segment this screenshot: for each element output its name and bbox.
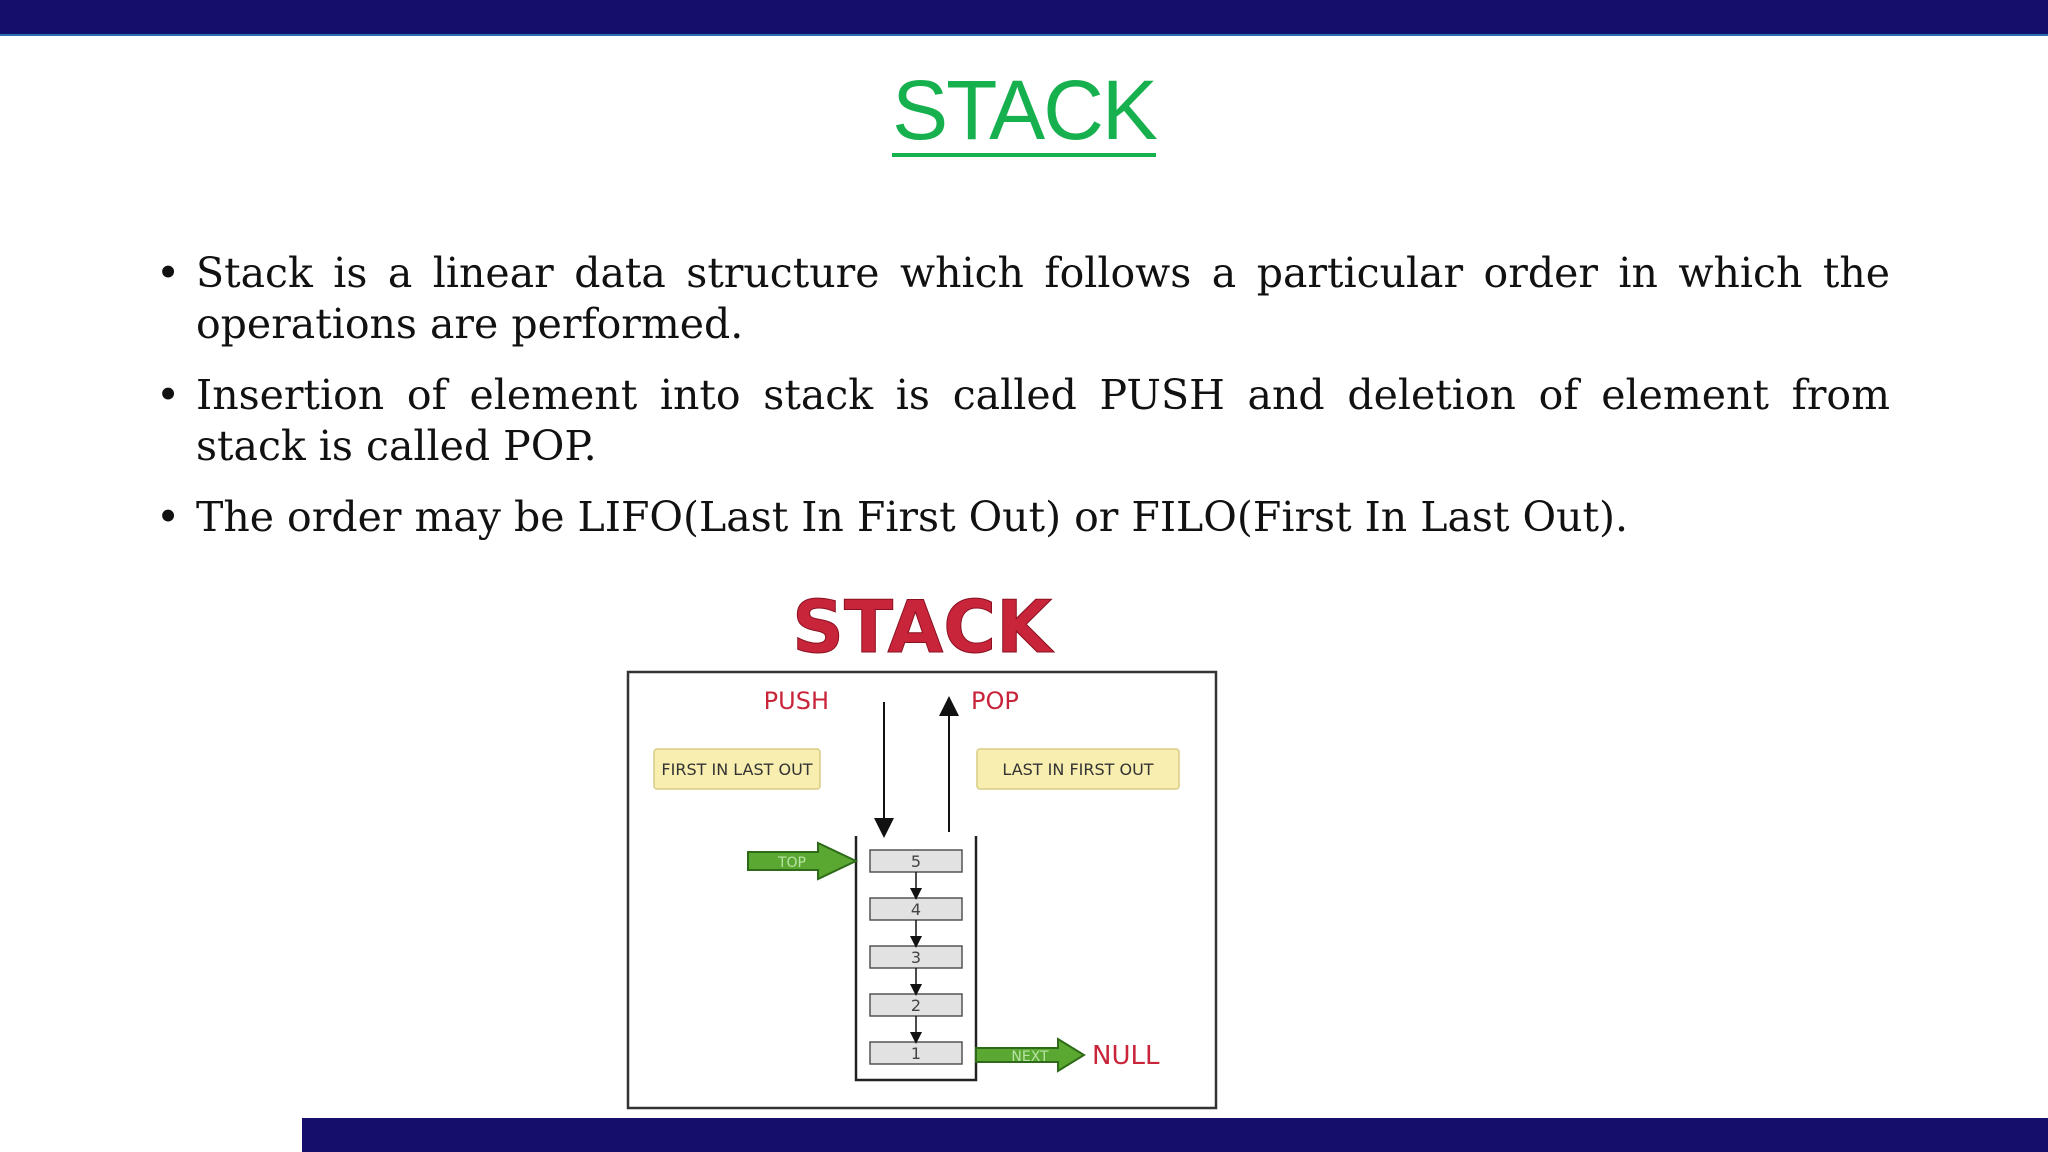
cell-label: 1 xyxy=(911,1044,921,1063)
bullet-marker: • xyxy=(156,493,181,541)
top-arrow: TOP xyxy=(747,841,859,881)
bullet-item: • Insertion of element into stack is cal… xyxy=(150,370,1890,472)
bullet-list: • Stack is a linear data structure which… xyxy=(150,248,1890,563)
cell-label: 5 xyxy=(911,852,921,871)
cell-label: 3 xyxy=(911,948,921,967)
next-arrow: NEXT xyxy=(975,1037,1086,1073)
diagram-frame xyxy=(626,670,1218,1110)
bottom-banner-bar xyxy=(302,1118,2048,1152)
filo-label: FIRST IN LAST OUT xyxy=(661,760,812,779)
lifo-note: LAST IN FIRST OUT xyxy=(976,748,1180,790)
slide-title: STACK xyxy=(892,63,1158,157)
stack-diagram: STACK PUSH POP FIRST IN LAST OUT LAST IN… xyxy=(622,584,1222,1114)
filo-note: FIRST IN LAST OUT xyxy=(653,748,821,790)
bullet-marker: • xyxy=(156,249,181,297)
cell-label: 4 xyxy=(911,900,921,919)
next-label: NEXT xyxy=(1011,1049,1049,1065)
bullet-item: • Stack is a linear data structure which… xyxy=(150,248,1890,350)
pop-label: POP xyxy=(971,687,1019,715)
top-label: TOP xyxy=(777,855,806,871)
bullet-text: The order may be LIFO(Last In First Out)… xyxy=(196,493,1628,541)
bullet-item: • The order may be LIFO(Last In First Ou… xyxy=(150,492,1890,543)
top-banner-bar xyxy=(0,0,2048,36)
cell-label: 2 xyxy=(911,996,921,1015)
slide-title-wrap: STACK xyxy=(0,62,2048,159)
bullet-text: Insertion of element into stack is calle… xyxy=(196,371,1890,470)
bullet-text: Stack is a linear data structure which f… xyxy=(196,249,1890,348)
stack-container xyxy=(854,836,978,1082)
push-label: PUSH xyxy=(764,687,829,715)
lifo-label: LAST IN FIRST OUT xyxy=(1002,760,1153,779)
diagram-heading: STACK xyxy=(792,585,1054,669)
null-label: NULL xyxy=(1092,1041,1160,1071)
bullet-marker: • xyxy=(156,371,181,419)
